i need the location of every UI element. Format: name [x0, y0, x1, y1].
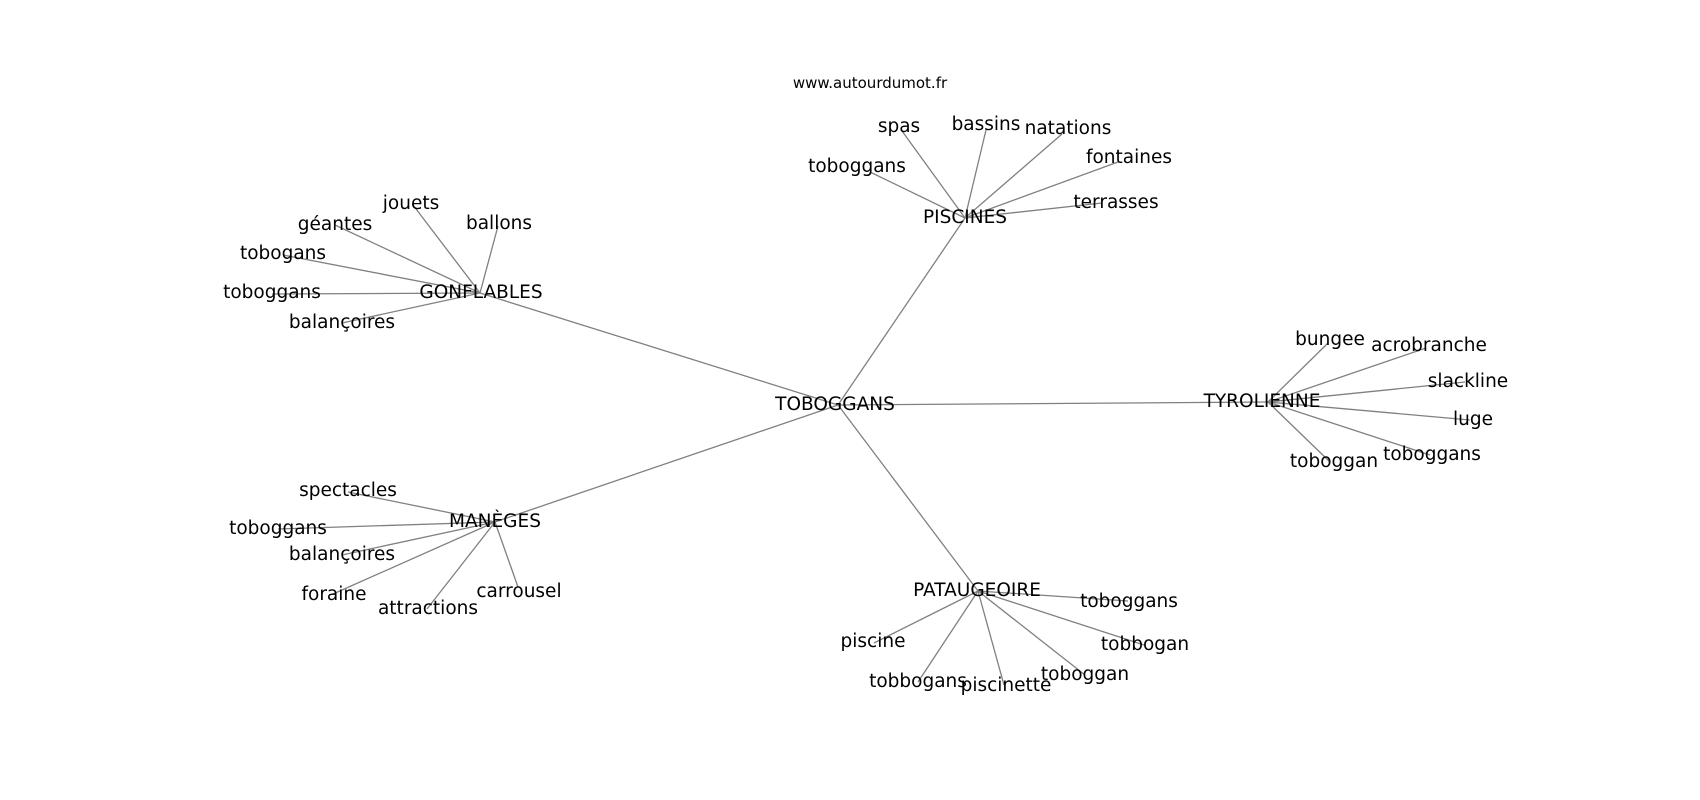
- leaf-piscines-terrasses: terrasses: [1073, 192, 1158, 213]
- edge-gonflables-toboggans: [271, 292, 481, 295]
- leaf-maneges-carrousel: carrousel: [476, 581, 561, 602]
- edge-piscines-bassins: [964, 129, 987, 219]
- leaf-gonflables-tobogans: tobogans: [240, 243, 326, 264]
- site-label: www.autourdumot.fr: [793, 74, 948, 92]
- leaf-tyrolienne-acrobranche: acrobranche: [1371, 335, 1487, 356]
- edge-tyrolienne-toboggan: [1267, 401, 1331, 463]
- node-gonflables: GONFLABLES: [419, 282, 542, 303]
- edge-pataugeoire-toboggans: [977, 590, 1129, 602]
- leaf-tyrolienne-bungee: bungee: [1295, 329, 1365, 350]
- edge-piscines-toboggans: [869, 171, 966, 219]
- edge-pataugeoire-tobbogan: [977, 590, 1145, 646]
- edge-piscines-terrasses: [964, 202, 1103, 219]
- leaf-maneges-toboggans: toboggans: [229, 518, 327, 539]
- edge-pataugeoire-piscine: [873, 590, 979, 644]
- leaf-pataugeoire-piscinette: piscinette: [961, 675, 1052, 696]
- edge-piscines-fontaines: [964, 161, 1119, 219]
- edge-gonflables-ballons: [479, 225, 499, 294]
- edge-gonflables-tobogans: [282, 254, 481, 294]
- leaf-tyrolienne-toboggan: toboggan: [1290, 451, 1378, 472]
- edge-tyrolienne-toboggans: [1267, 401, 1431, 456]
- leaf-pataugeoire-toboggan: toboggan: [1041, 664, 1129, 685]
- edge-maneges-toboggans: [277, 521, 496, 530]
- leaf-gonflables-geantes: géantes: [298, 214, 372, 235]
- leaf-maneges-attractions: attractions: [378, 598, 478, 619]
- leaf-pataugeoire-tobbogan: tobbogan: [1101, 634, 1189, 655]
- node-piscines: PISCINES: [923, 207, 1007, 228]
- leaf-piscines-natations: natations: [1025, 118, 1112, 139]
- edge-pataugeoire-tobbogans: [917, 590, 979, 683]
- edge-root-pataugeoire: [837, 404, 979, 592]
- edge-root-piscines: [837, 217, 966, 406]
- root-node: TOBOGGANS: [774, 394, 895, 415]
- leaf-gonflables-balancoires: balançoires: [289, 312, 395, 333]
- edge-pataugeoire-toboggan: [977, 590, 1086, 676]
- node-pataugeoire: PATAUGEOIRE: [913, 580, 1041, 601]
- leaf-pataugeoire-tobbogans: tobbogans: [869, 671, 967, 692]
- edge-maneges-carrousel: [494, 521, 519, 588]
- edge-maneges-foraine: [332, 521, 496, 595]
- edge-gonflables-geantes: [334, 224, 481, 294]
- edge-maneges-attractions: [426, 521, 496, 610]
- edge-tyrolienne-luge: [1267, 401, 1471, 421]
- edge-gonflables-jouets: [412, 204, 481, 294]
- node-tyrolienne: TYROLIENNE: [1203, 391, 1321, 412]
- leaf-gonflables-ballons: ballons: [466, 213, 532, 234]
- edge-maneges-balancoires: [341, 521, 496, 556]
- leaf-pataugeoire-toboggans: toboggans: [1080, 591, 1178, 612]
- leaf-pataugeoire-piscine: piscine: [841, 631, 906, 652]
- leaf-piscines-toboggans: toboggans: [808, 156, 906, 177]
- leaf-piscines-spas: spas: [878, 116, 920, 137]
- leaf-tyrolienne-toboggans: toboggans: [1383, 444, 1481, 465]
- edge-root-gonflables: [479, 292, 839, 406]
- edge-tyrolienne-bungee: [1267, 342, 1329, 403]
- edge-pataugeoire-piscinette: [977, 590, 1005, 686]
- leaf-maneges-balancoires: balançoires: [289, 544, 395, 565]
- edge-tyrolienne-slackline: [1267, 381, 1466, 403]
- edge-root-maneges: [494, 404, 839, 523]
- edge-root-tyrolienne: [837, 401, 1269, 406]
- leaf-gonflables-toboggans: toboggans: [223, 282, 321, 303]
- edge-maneges-spectacles: [347, 491, 496, 523]
- leaf-tyrolienne-slackline: slackline: [1428, 371, 1508, 392]
- edge-piscines-natations: [964, 133, 1063, 219]
- leaf-maneges-foraine: foraine: [301, 584, 366, 605]
- leaf-piscines-bassins: bassins: [952, 114, 1021, 135]
- leaf-piscines-fontaines: fontaines: [1086, 147, 1172, 168]
- leaf-tyrolienne-luge: luge: [1453, 409, 1493, 430]
- leaf-gonflables-jouets: jouets: [382, 193, 439, 214]
- edge-gonflables-balancoires: [341, 292, 481, 324]
- leaf-maneges-spectacles: spectacles: [299, 480, 397, 501]
- edge-piscines-spas: [901, 130, 966, 219]
- node-maneges: MANÈGES: [449, 510, 541, 532]
- edge-tyrolienne-acrobranche: [1267, 347, 1427, 403]
